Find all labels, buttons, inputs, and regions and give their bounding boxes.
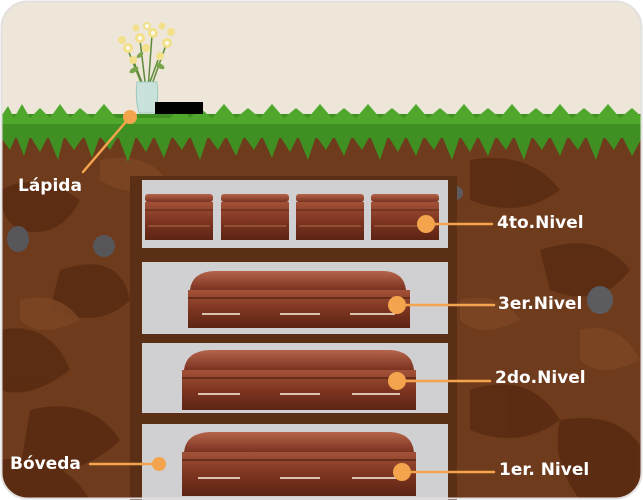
rock xyxy=(93,235,115,257)
coffin xyxy=(182,432,416,496)
boveda-marker xyxy=(152,457,166,471)
soil-texture-light xyxy=(20,157,640,370)
small-coffin xyxy=(296,194,364,240)
grass-strip xyxy=(1,104,642,162)
level-2-label: 2do.Nivel xyxy=(495,368,586,388)
level-4-marker xyxy=(417,215,435,233)
level-3-label: 3er.Nivel xyxy=(498,294,583,314)
coffin xyxy=(188,271,410,328)
coffin xyxy=(182,350,416,410)
rock xyxy=(587,286,613,314)
headstone-icon xyxy=(155,102,203,114)
level-1-label: 1er. Nivel xyxy=(499,460,590,480)
lapida-callout-line xyxy=(81,115,132,174)
vault-level-1 xyxy=(142,424,448,500)
lapida-label: Lápida xyxy=(18,176,82,196)
small-coffin xyxy=(145,194,213,240)
level-3-marker xyxy=(388,296,406,314)
boveda-label: Bóveda xyxy=(10,454,81,474)
small-coffin xyxy=(221,194,289,240)
level-2-marker xyxy=(388,372,406,390)
level-1-marker xyxy=(393,463,411,481)
vault-level-4 xyxy=(142,180,448,248)
level-4-label: 4to.Nivel xyxy=(497,213,584,233)
rock xyxy=(7,226,29,252)
lapida-marker xyxy=(123,110,137,124)
soil-texture xyxy=(1,158,642,499)
flower-vase-icon xyxy=(118,22,175,114)
